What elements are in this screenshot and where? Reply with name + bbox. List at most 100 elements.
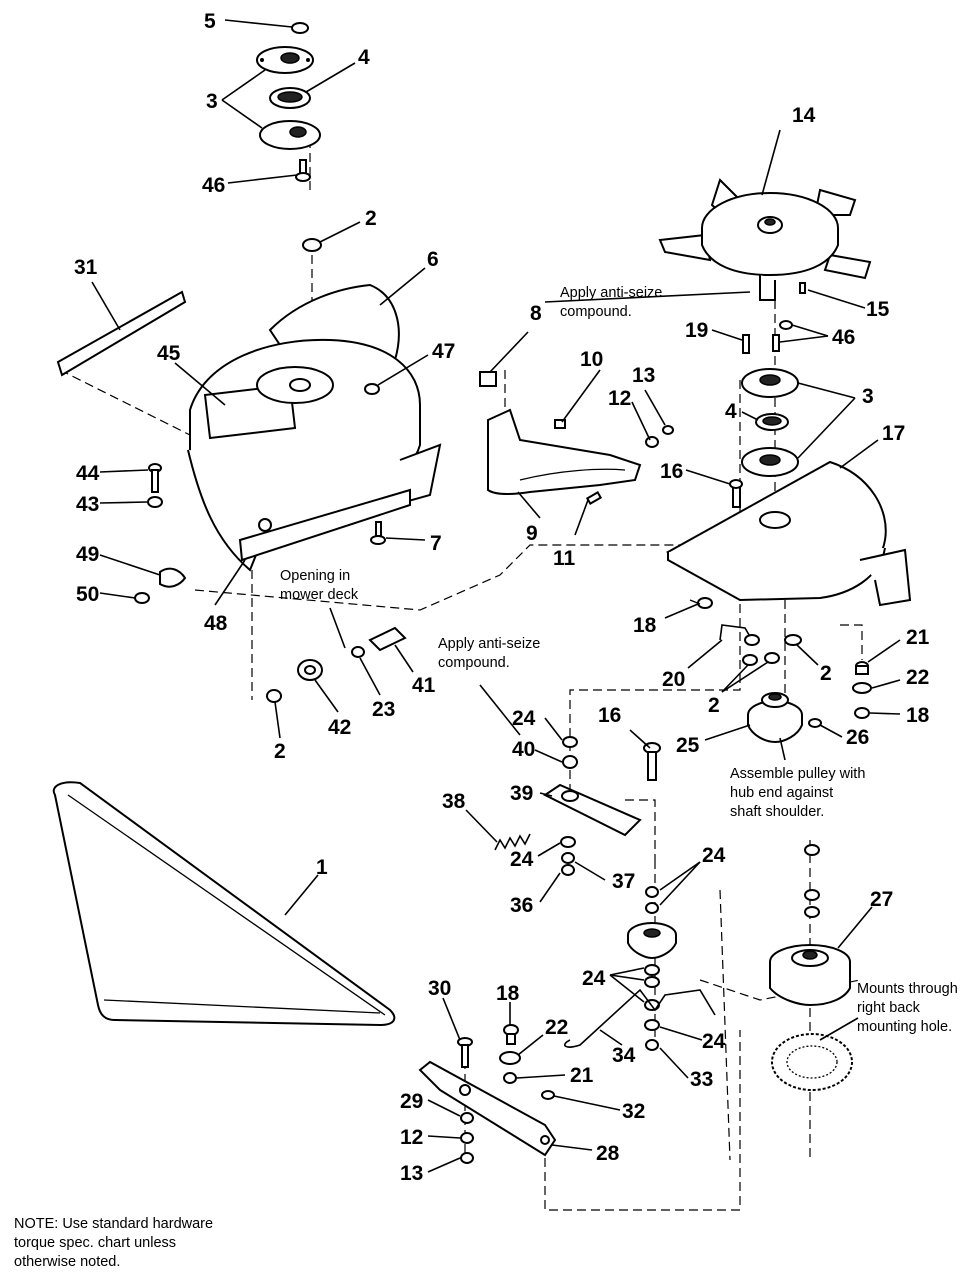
part-21-spacer-b (503, 1072, 517, 1084)
part-3-flange-mid-lower (741, 447, 799, 477)
callout-16: 16 (598, 704, 621, 727)
callout-22: 22 (545, 1016, 568, 1039)
part-24-nut-40 (562, 736, 578, 769)
part-23-washer (351, 646, 365, 658)
svg-text:compound.: compound. (560, 304, 632, 320)
part-12-nut-upper (645, 436, 659, 448)
part-24-37-36-stack (560, 836, 576, 876)
part-21-spacer-a (855, 661, 869, 675)
callout-29: 29 (400, 1090, 423, 1113)
callout-24: 24 (702, 1030, 726, 1053)
part-18-bolt-a (689, 597, 713, 609)
callout-10: 10 (580, 348, 603, 371)
svg-text:NOTE: Use standard hardware: NOTE: Use standard hardware (14, 1216, 213, 1232)
part-39-idler-bracket (543, 783, 642, 837)
callout-18: 18 (906, 704, 930, 727)
callout-45: 45 (157, 342, 181, 365)
callout-32: 32 (622, 1100, 645, 1123)
part-4-bearing (269, 87, 311, 109)
callout-16: 16 (660, 460, 683, 483)
callout-24: 24 (512, 707, 536, 730)
callout-46: 46 (832, 326, 855, 349)
part-5-nut (291, 22, 309, 34)
part-42-grommet (297, 659, 323, 681)
svg-text:Opening in: Opening in (280, 568, 350, 584)
callout-13: 13 (400, 1162, 423, 1185)
note-anti-seize-top: Apply anti-seize compound. (560, 285, 662, 320)
callout-18: 18 (496, 982, 520, 1005)
part-43-nut (147, 496, 163, 508)
svg-text:Apply anti-seize: Apply anti-seize (560, 285, 662, 301)
callout-14: 14 (792, 104, 816, 127)
callout-4: 4 (358, 46, 370, 69)
callout-22: 22 (906, 666, 929, 689)
callout-1: 1 (316, 856, 328, 879)
callout-8: 8 (530, 302, 542, 325)
svg-text:right back: right back (857, 1000, 921, 1016)
callout-15: 15 (866, 298, 890, 321)
part-25-pulley (747, 692, 803, 744)
part-4-bearing-mid (755, 413, 789, 431)
callout-49: 49 (76, 543, 99, 566)
callout-24: 24 (582, 967, 606, 990)
part-46-bolt-top (295, 159, 311, 182)
part-3-flange-mid-upper (741, 368, 799, 398)
callout-31: 31 (74, 256, 98, 279)
note-anti-seize-mid: Apply anti-seize compound. (438, 636, 540, 671)
part-15-key (799, 282, 806, 294)
callout-13: 13 (632, 364, 655, 387)
part-44-bolt (148, 463, 162, 493)
part-2-nut-left (266, 689, 282, 703)
callout-50: 50 (76, 583, 99, 606)
footer-note: NOTE: Use standard hardware torque spec.… (14, 1216, 213, 1270)
callout-3: 3 (206, 90, 218, 113)
svg-text:Assemble pulley with: Assemble pulley with (730, 766, 865, 782)
part-16-bolt-upper (729, 479, 743, 508)
callout-43: 43 (76, 493, 99, 516)
callout-27: 27 (870, 888, 893, 911)
callout-23: 23 (372, 698, 395, 721)
callout-numbers: 5 4 3 46 14 2 6 31 45 47 8 10 13 12 15 1… (74, 10, 930, 1185)
part-19-bolt (742, 334, 750, 354)
part-29-12-13-stack (460, 1112, 474, 1164)
part-50-nut (134, 592, 150, 604)
callout-46: 46 (202, 174, 225, 197)
callout-36: 36 (510, 894, 533, 917)
callout-2: 2 (274, 740, 286, 763)
callout-30: 30 (428, 977, 451, 1000)
part-1-belt (52, 781, 396, 1027)
part-38-spring (494, 833, 531, 851)
callout-9: 9 (526, 522, 538, 545)
callout-4: 4 (725, 400, 737, 423)
svg-text:Mounts through: Mounts through (857, 981, 958, 997)
callout-39: 39 (510, 782, 533, 805)
callout-38: 38 (442, 790, 466, 813)
callout-18: 18 (633, 614, 657, 637)
callout-48: 48 (204, 612, 228, 635)
callout-12: 12 (608, 387, 631, 410)
callout-20: 20 (662, 668, 685, 691)
callout-21: 21 (906, 626, 930, 649)
part-14-impeller (658, 178, 872, 301)
part-3-flange-lower (259, 120, 321, 150)
callout-2: 2 (820, 662, 832, 685)
part-24-spacer-stack (644, 964, 660, 1051)
svg-text:compound.: compound. (438, 655, 510, 671)
part-20-rod (719, 624, 753, 641)
part-26-key (808, 718, 822, 728)
chute-housing (187, 283, 442, 572)
part-2-nut-group (742, 634, 802, 666)
part-28-blade (418, 1060, 557, 1157)
part-46-bolts-mid (772, 320, 793, 352)
callout-2: 2 (708, 694, 720, 717)
part-22-washer-b (499, 1051, 521, 1065)
idler-pulley (627, 886, 677, 960)
callout-7: 7 (430, 532, 442, 555)
part-10-bolt (554, 419, 566, 429)
part-31-strap (56, 290, 187, 377)
callout-47: 47 (432, 340, 455, 363)
note-opening-in-deck: Opening in mower deck (280, 568, 359, 649)
callout-2: 2 (365, 207, 377, 230)
part-2-nut-top (302, 238, 322, 252)
